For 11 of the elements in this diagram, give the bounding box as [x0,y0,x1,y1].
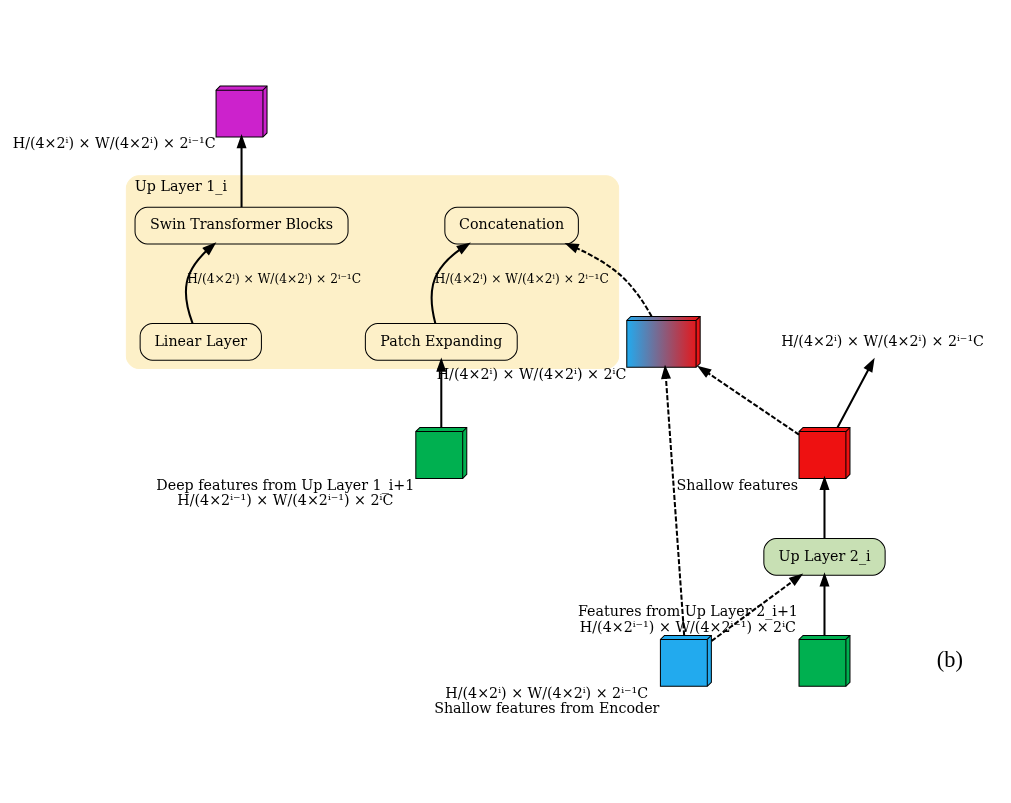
label: (b) [936,646,963,672]
node-label: Shallow features from Encoder [434,700,660,717]
node-label: H/(4×2ⁱ) × W/(4×2ⁱ) × 2ⁱ⁻¹C [12,135,216,152]
node-label: H/(4×2ⁱ⁻¹) × W/(4×2ⁱ⁻¹) × 2ⁱC [177,492,394,509]
node-label: H/(4×2ⁱ) × W/(4×2ⁱ) × 2ⁱ⁻¹C [445,684,649,701]
edge-label: H/(4×2ⁱ) × W/(4×2ⁱ) × 2ⁱ⁻¹C [434,272,609,287]
node-text: H/(4×2ⁱ) × W/(4×2ⁱ) × 2ⁱ⁻¹C [781,332,985,349]
node-label: Shallow features [676,476,799,493]
node-label: Features from Up Layer 2_i+1 [577,603,798,620]
edge-label: H/(4×2ⁱ) × W/(4×2ⁱ) × 2ⁱ⁻¹C [187,272,362,287]
node-label: Deep features from Up Layer 1_i+1 [156,476,415,493]
